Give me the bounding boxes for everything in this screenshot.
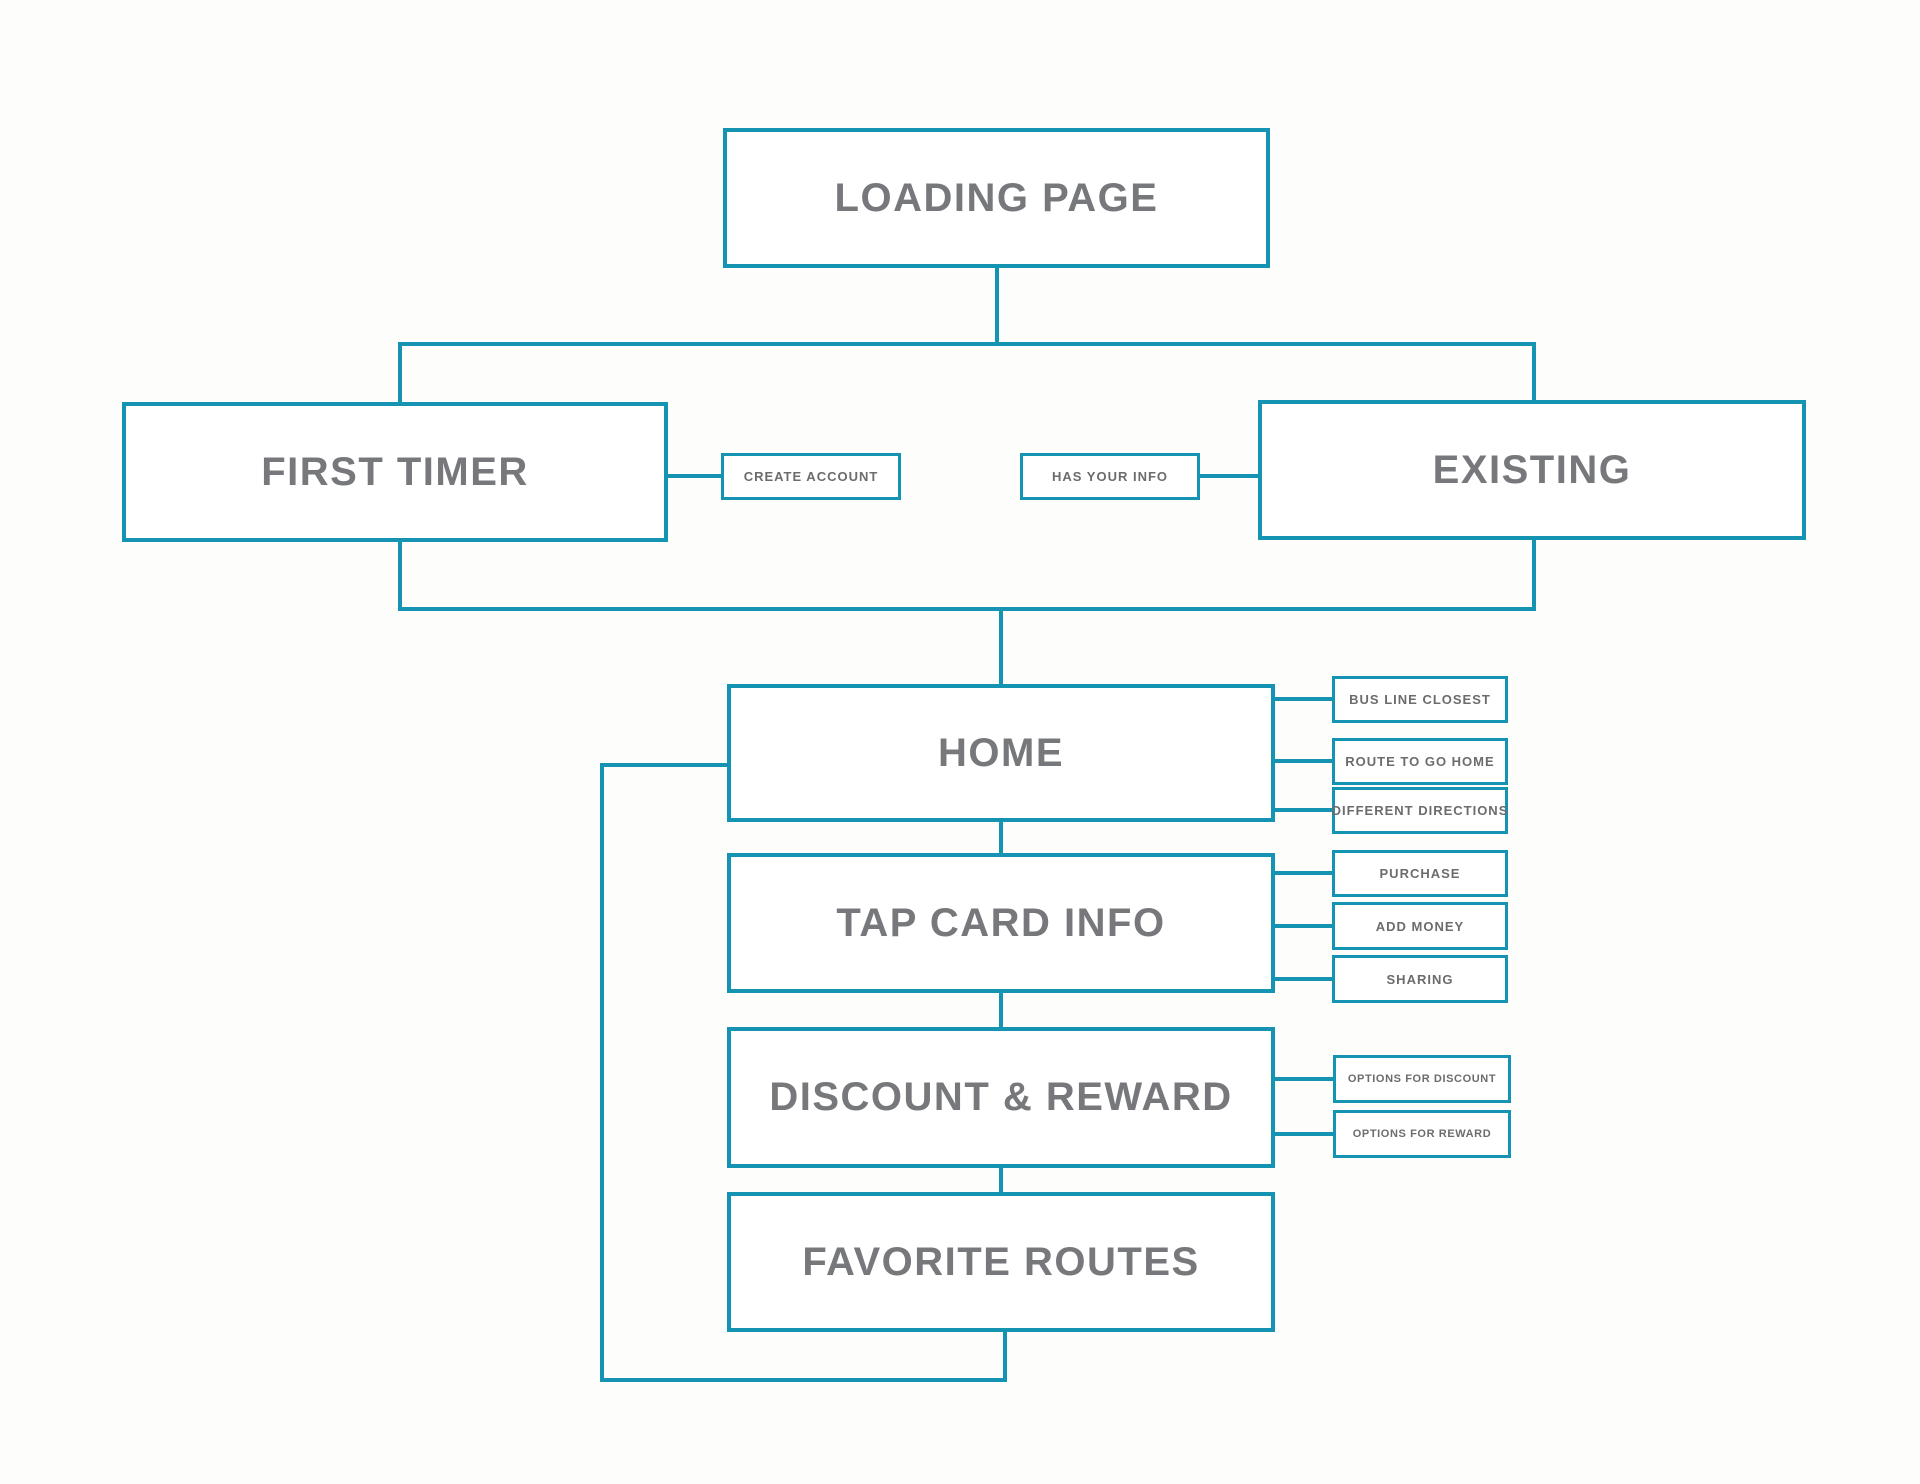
connector-branch-to-first-timer: [398, 342, 402, 402]
node-add-money[interactable]: ADD MONEY: [1332, 902, 1508, 950]
node-favorite-routes-label: FAVORITE ROUTES: [802, 1239, 1200, 1284]
connector-top-branch: [398, 342, 1536, 346]
node-route-to-go-home-label: ROUTE TO GO HOME: [1345, 754, 1495, 769]
node-options-for-reward-label: OPTIONS FOR REWARD: [1352, 1128, 1492, 1140]
node-existing-label: EXISTING: [1432, 447, 1632, 492]
connector-home-bus-line: [1275, 697, 1332, 701]
node-home[interactable]: HOME: [727, 684, 1275, 822]
loop-home-left: [600, 763, 727, 767]
node-sharing[interactable]: SHARING: [1332, 955, 1508, 1003]
loop-left-vertical: [600, 763, 604, 1382]
connector-home-directions: [1275, 808, 1332, 812]
node-purchase-label: PURCHASE: [1379, 866, 1461, 881]
node-create-account[interactable]: CREATE ACCOUNT: [721, 453, 901, 500]
connector-home-route: [1275, 759, 1332, 763]
connector-tap-purchase: [1275, 871, 1332, 875]
connector-loading-down: [995, 268, 999, 346]
node-loading-page[interactable]: LOADING PAGE: [723, 128, 1270, 268]
node-first-timer[interactable]: FIRST TIMER: [122, 402, 668, 542]
node-has-your-info-label: HAS YOUR INFO: [1051, 469, 1169, 484]
node-sharing-label: SHARING: [1386, 971, 1454, 987]
node-first-timer-label: FIRST TIMER: [261, 449, 529, 494]
connector-discount-options-reward: [1275, 1132, 1333, 1136]
node-different-directions[interactable]: DIFFERENT DIRECTIONS: [1332, 787, 1508, 834]
node-favorite-routes[interactable]: FAVORITE ROUTES: [727, 1192, 1275, 1332]
connector-join-to-home: [999, 607, 1003, 684]
connector-home-tap: [999, 822, 1003, 853]
node-different-directions-label: DIFFERENT DIRECTIONS: [1331, 803, 1509, 818]
connector-tap-discount: [999, 993, 1003, 1027]
node-bus-line-closest-label: BUS LINE CLOSEST: [1349, 692, 1491, 707]
connector-tap-add-money: [1275, 924, 1332, 928]
connector-first-timer-create-account: [668, 474, 721, 478]
node-add-money-label: ADD MONEY: [1375, 918, 1465, 934]
node-home-label: HOME: [938, 730, 1064, 775]
connector-has-your-info-existing: [1200, 474, 1258, 478]
connector-discount-favorite: [999, 1168, 1003, 1192]
loop-bottom: [600, 1378, 1007, 1382]
node-loading-page-label: LOADING PAGE: [834, 175, 1159, 220]
connector-branch-to-existing: [1532, 342, 1536, 400]
node-tap-card-info[interactable]: TAP CARD INFO: [727, 853, 1275, 993]
node-purchase[interactable]: PURCHASE: [1332, 850, 1508, 897]
node-options-for-discount[interactable]: OPTIONS FOR DISCOUNT: [1333, 1055, 1511, 1103]
connector-discount-options-discount: [1275, 1077, 1333, 1081]
node-route-to-go-home[interactable]: ROUTE TO GO HOME: [1332, 738, 1508, 785]
connector-existing-down: [1532, 540, 1536, 607]
connector-tap-sharing: [1275, 977, 1332, 981]
node-create-account-label: CREATE ACCOUNT: [743, 469, 879, 484]
node-bus-line-closest[interactable]: BUS LINE CLOSEST: [1332, 676, 1508, 723]
node-existing[interactable]: EXISTING: [1258, 400, 1806, 540]
connector-join-branch: [398, 607, 1536, 611]
connector-first-timer-down: [398, 542, 402, 607]
node-tap-card-info-label: TAP CARD INFO: [836, 900, 1166, 945]
node-discount-reward-label: DISCOUNT & REWARD: [769, 1075, 1233, 1119]
node-has-your-info[interactable]: HAS YOUR INFO: [1020, 453, 1200, 500]
loop-favorite-down: [1003, 1332, 1007, 1382]
node-options-for-discount-label: OPTIONS FOR DISCOUNT: [1347, 1073, 1497, 1085]
node-options-for-reward[interactable]: OPTIONS FOR REWARD: [1333, 1110, 1511, 1158]
node-discount-reward[interactable]: DISCOUNT & REWARD: [727, 1027, 1275, 1168]
